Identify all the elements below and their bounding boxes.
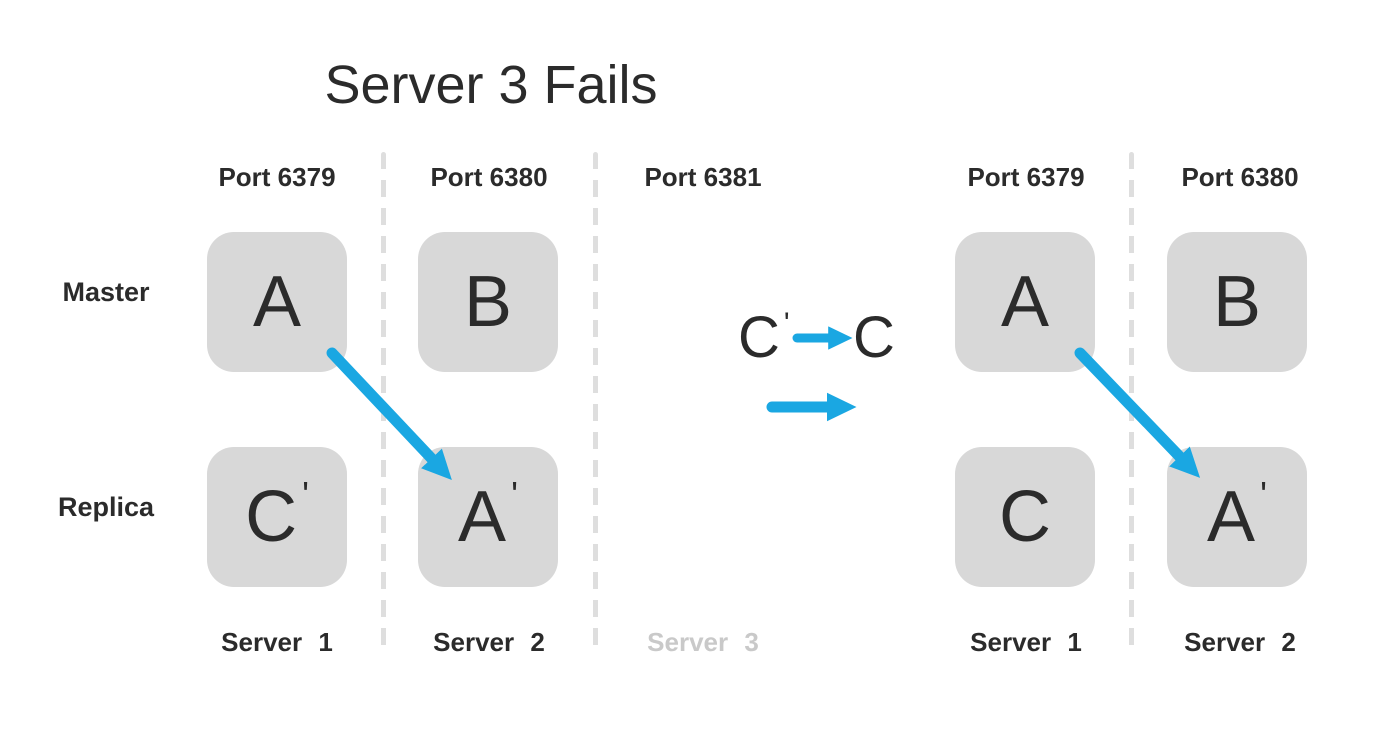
port-label-before-6379: Port 6379	[218, 162, 336, 192]
diagram-title: Server 3 Fails	[324, 55, 658, 115]
node-after-master-b: B	[1167, 232, 1307, 372]
server-label-after-2: Server 2	[1184, 627, 1296, 657]
port-label-before-6380: Port 6380	[430, 162, 548, 192]
port-label-before-6381: Port 6381	[644, 162, 762, 192]
node-before-master-b: B	[418, 232, 558, 372]
row-label-replica: Replica	[57, 492, 155, 522]
node-letter: A	[252, 262, 302, 342]
node-letter: B	[463, 262, 513, 342]
transition-to-label: C	[853, 305, 895, 370]
prime-mark: '	[783, 307, 790, 340]
server-label-after-1: Server 1	[970, 627, 1082, 657]
node-before-replica-a-prime: A'	[418, 447, 558, 587]
port-label-after-6380: Port 6380	[1181, 162, 1299, 192]
divider-before-col2-col3	[593, 152, 598, 652]
node-letter: A	[458, 477, 507, 557]
node-before-replica-c-prime: C'	[207, 447, 347, 587]
prime-mark: '	[1260, 474, 1267, 515]
node-after-master-a: A	[955, 232, 1095, 372]
server-label-before-2: Server 2	[433, 627, 545, 657]
row-label-master: Master	[62, 277, 150, 307]
prime-mark: '	[302, 474, 309, 515]
prime-mark: '	[511, 474, 518, 515]
port-label-after-6379: Port 6379	[967, 162, 1085, 192]
node-letter: B	[1212, 262, 1262, 342]
transition-from-letter: C	[738, 305, 780, 370]
node-before-master-a: A	[207, 232, 347, 372]
node-letter: A	[1000, 262, 1050, 342]
transition-from-label: C'	[738, 309, 790, 367]
divider-after-col1-col2	[1129, 152, 1134, 652]
node-letter: A	[1207, 477, 1256, 557]
node-after-replica-c: C	[955, 447, 1095, 587]
divider-before-col1-col2	[381, 152, 386, 652]
node-letter: C	[245, 477, 298, 557]
node-after-replica-a-prime: A'	[1167, 447, 1307, 587]
node-letter: C	[999, 477, 1051, 557]
server-label-before-1: Server 1	[221, 627, 333, 657]
server-label-before-3-failed: Server 3	[647, 627, 759, 657]
